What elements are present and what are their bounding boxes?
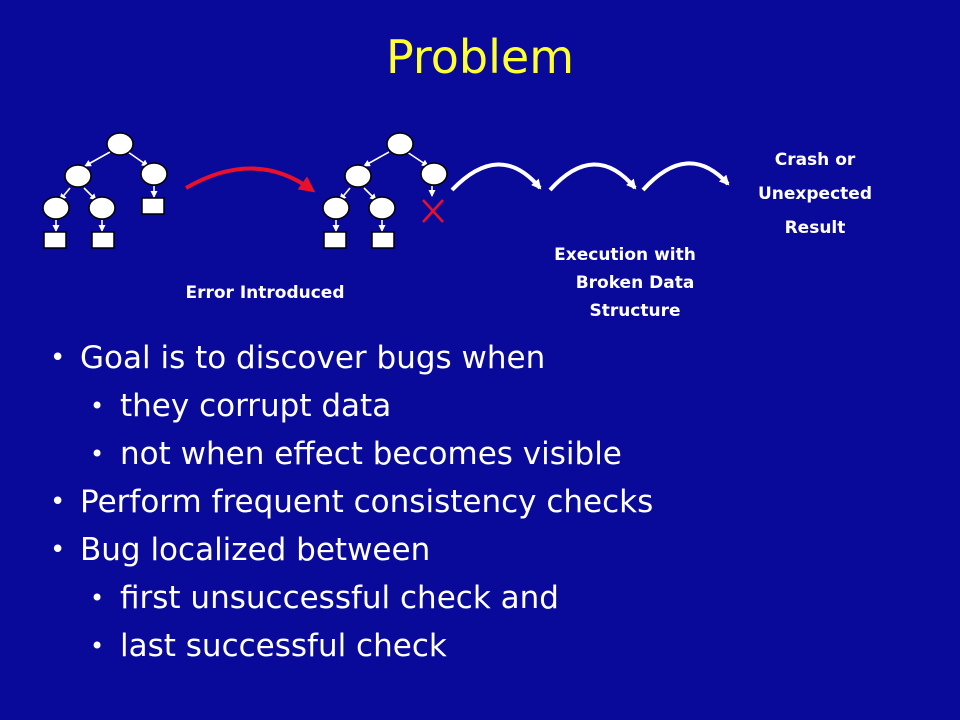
tree-node bbox=[140, 162, 168, 186]
tree-node bbox=[368, 196, 396, 220]
tree-node bbox=[344, 164, 372, 188]
tree-leaf bbox=[323, 231, 347, 249]
crash-label: Crash or Unexpected Result bbox=[757, 150, 872, 238]
tree-leaf bbox=[371, 231, 395, 249]
sub-bullet-item: not when effect becomes visible bbox=[50, 430, 930, 478]
tree-node bbox=[322, 196, 350, 220]
tree-node bbox=[106, 132, 134, 156]
bullet-item: Bug localized between bbox=[50, 526, 930, 574]
sub-bullet-item: last successful check bbox=[50, 622, 930, 670]
slide-title: Problem bbox=[385, 30, 575, 84]
execution-arrow-3 bbox=[641, 161, 730, 192]
tree-node bbox=[386, 132, 414, 156]
sub-bullet-item: they corrupt data bbox=[50, 382, 930, 430]
tree-node bbox=[88, 196, 116, 220]
broken-link-x-icon bbox=[422, 199, 444, 223]
bullet-list: Goal is to discover bugs when they corru… bbox=[50, 334, 930, 670]
error-arrow bbox=[184, 166, 316, 193]
execution-arrow-1 bbox=[450, 162, 542, 192]
tree-node bbox=[64, 164, 92, 188]
bullet-item: Perform frequent consistency checks bbox=[50, 478, 930, 526]
tree-node bbox=[42, 196, 70, 220]
data-structure-diagram bbox=[42, 132, 730, 249]
tree-leaf bbox=[91, 231, 115, 249]
sub-bullet-item: first unsuccessful check and bbox=[50, 574, 930, 622]
tree-after bbox=[322, 132, 448, 249]
tree-before bbox=[42, 132, 168, 249]
execution-label: Execution with Broken Data Structure bbox=[554, 245, 696, 321]
tree-node bbox=[420, 162, 448, 186]
tree-leaf bbox=[141, 197, 165, 215]
execution-arrow-2 bbox=[548, 162, 637, 192]
tree-leaf bbox=[43, 231, 67, 249]
error-introduced-label: Error Introduced bbox=[185, 283, 345, 303]
bullet-item: Goal is to discover bugs when bbox=[50, 334, 930, 382]
